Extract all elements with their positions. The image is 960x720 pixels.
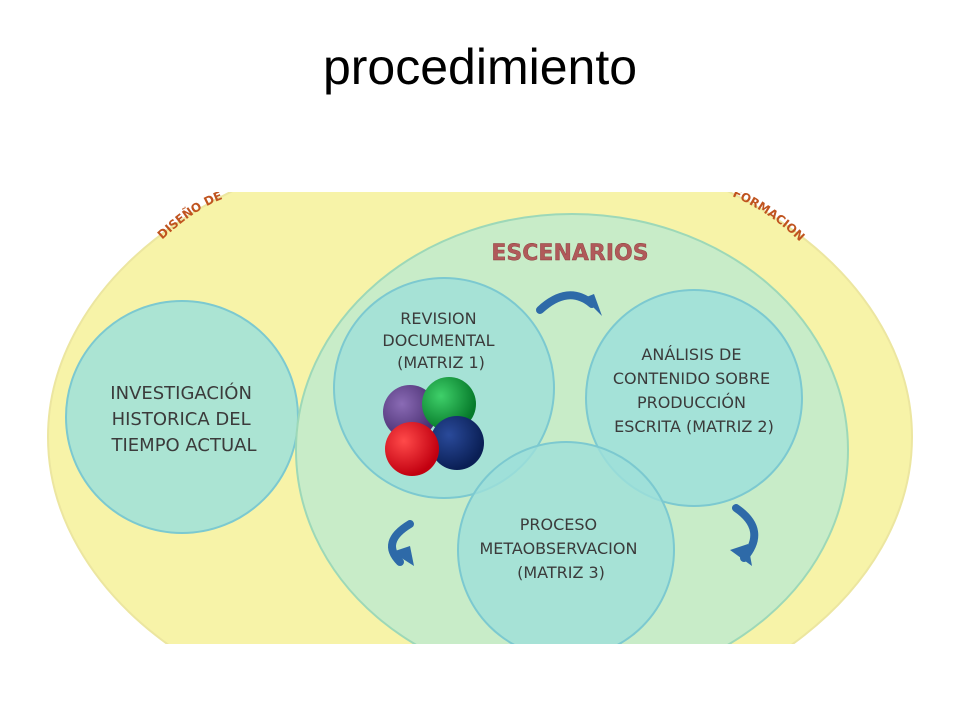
revision-label: REVISION DOCUMENTAL (MATRIZ 1) [382,309,499,372]
analisis-circle [585,289,803,507]
investigacion-label: INVESTIGACIÓN HISTORICA DEL TIEMPO ACTUA… [110,382,257,456]
escenarios-title: ESCENARIOS [491,241,648,266]
analisis-label: ANÁLISIS DE CONTENIDO SOBRE PRODUCCIÓN E… [613,345,775,436]
curved-arrow-left-icon [388,520,414,566]
navy-ball [430,416,484,470]
slide-title: procedimiento [322,39,638,95]
proceso-label: PROCESO METAOBSERVACION (MATRIZ 3) [479,515,642,582]
curved-arrow-top-icon [536,291,602,316]
proceso-circle [457,441,675,644]
red-ball [385,422,439,476]
curved-arrow-right-icon [730,504,759,566]
procedure-diagram: DISEÑO DE FORMACION INVESTIGACIÓN HISTOR… [0,192,960,644]
